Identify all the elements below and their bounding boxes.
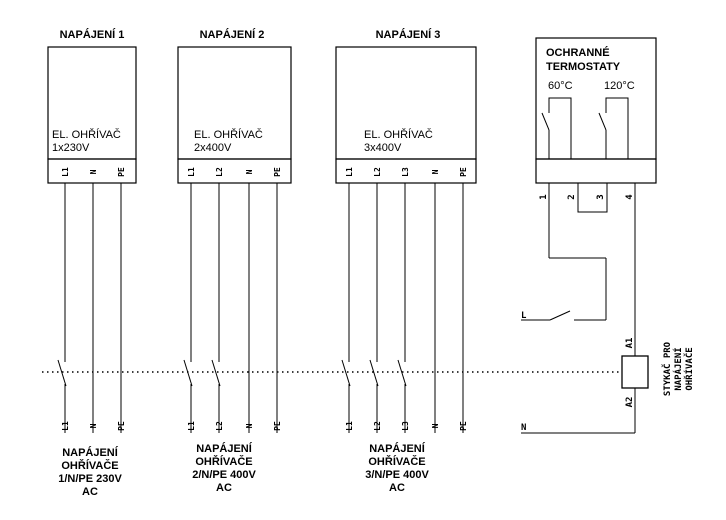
supply-2-caption-2: OHŘÍVAČE [195, 455, 252, 468]
contactor-label-3: OHŘÍVAČE [683, 347, 695, 390]
thermostats-group: OCHRANNÉ TERMOSTATY 60°C 120°C 1 2 3 4 L… [521, 37, 695, 434]
wire-3-l2-switch [369, 359, 379, 387]
wire-2-l1-switch [183, 359, 193, 387]
supply-3-caption-3: 3/N/PE 400V [365, 469, 429, 481]
supply-3-bottom-n: N [431, 423, 440, 428]
wire-2-l2-switch [211, 359, 221, 387]
heater-2-terminal-n: N [245, 169, 254, 174]
heater-2-rating: 2x400V [194, 142, 232, 154]
heater-2-terminal-l2: L2 [215, 167, 224, 177]
supply-1-bottom-pe: PE [117, 421, 126, 431]
thermostat-1-wiring [548, 97, 572, 159]
thermostat-terminal-strip [535, 158, 657, 184]
heater-2-terminal-strip [177, 158, 292, 184]
wire-1-l1-switch [57, 359, 67, 387]
supply-3-caption-4: AC [389, 482, 405, 494]
thermostat-2-contact [598, 112, 607, 131]
contactor-coil [621, 355, 649, 389]
contactor-label-2: NAPÁJENÍ [672, 347, 684, 390]
supply-1-caption-1: NAPÁJENÍ [62, 446, 119, 459]
control-switch-contact [549, 310, 571, 321]
supply-2-bottom-n: N [245, 423, 254, 428]
supply-2-caption-4: AC [216, 482, 232, 494]
thermostat-1-contact [541, 112, 550, 131]
heater-1-label: EL. OHŘÍVAČ [52, 128, 121, 141]
wire-bridge-2-3 [577, 183, 608, 213]
supply-1-group: NAPÁJENÍ 1 EL. OHŘÍVAČ 1x230V L1 N PE L1… [47, 28, 137, 498]
supply-2-bottom-l1: L1 [187, 421, 196, 431]
thermostat-terminal-4: 4 [625, 194, 635, 200]
supply-2-caption-3: 2/N/PE 400V [192, 469, 256, 481]
supply-3-caption-1: NAPÁJENÍ [369, 442, 426, 455]
supply-1-caption-3: 1/N/PE 230V [58, 473, 122, 485]
heater-1-terminal-n: N [89, 169, 98, 174]
heater-3-label: EL. OHŘÍVAČ [364, 128, 433, 141]
thermostat-temp-120: 120°C [604, 80, 635, 92]
heater-3-terminal-l2: L2 [373, 167, 382, 177]
coil-a2-label: A2 [625, 397, 635, 408]
wire-3-l3-switch [397, 359, 407, 387]
supply-3-bottom-l3: L3 [401, 421, 410, 431]
heater-3-terminal-strip [335, 158, 477, 184]
heater-2-label: EL. OHŘÍVAČ [194, 128, 263, 141]
thermostat-terminal-1: 1 [539, 194, 549, 199]
supply-3-bottom-l1: L1 [345, 421, 354, 431]
supply-3-bottom-pe: PE [459, 421, 468, 431]
supply-2-caption-1: NAPÁJENÍ [196, 442, 253, 455]
heater-1-terminal-pe: PE [117, 167, 126, 177]
supply-2-bottom-pe: PE [273, 421, 282, 431]
heater-1-terminal-strip [47, 158, 137, 184]
thermostat-title-2: TERMOSTATY [546, 61, 621, 73]
supply-3-bottom-l2: L2 [373, 421, 382, 431]
heater-3-rating: 3x400V [364, 142, 402, 154]
control-n-label: N [521, 423, 526, 433]
control-l-label: L [521, 311, 527, 321]
heater-3-terminal-l3: L3 [401, 167, 410, 177]
heater-3-terminal-n: N [431, 169, 440, 174]
thermostat-title-1: OCHRANNÉ [546, 46, 610, 59]
supply-2-title: NAPÁJENÍ 2 [200, 28, 265, 41]
supply-1-bottom-n: N [89, 423, 98, 428]
wire-3-l1-switch [341, 359, 351, 387]
heater-1-rating: 1x230V [52, 142, 90, 154]
supply-2-group: NAPÁJENÍ 2 EL. OHŘÍVAČ 2x400V L1 L2 N PE… [177, 28, 292, 494]
supply-3-caption-2: OHŘÍVAČE [368, 455, 425, 468]
heater-1-terminal-l1: L1 [61, 167, 70, 177]
thermostat-temp-60: 60°C [548, 80, 573, 92]
heater-3-terminal-pe: PE [459, 167, 468, 177]
heater-3-box [335, 46, 477, 160]
heater-2-terminal-l1: L1 [187, 167, 196, 177]
supply-1-caption-2: OHŘÍVAČE [61, 459, 118, 472]
heater-3-terminal-l1: L1 [345, 167, 354, 177]
supply-1-title: NAPÁJENÍ 1 [60, 28, 125, 41]
thermostat-terminal-2: 2 [567, 194, 577, 199]
supply-1-bottom-l1: L1 [61, 421, 70, 431]
supply-2-bottom-l2: L2 [215, 421, 224, 431]
contactor-label-1: STYKAČ PRO [661, 341, 673, 396]
thermostat-terminal-3: 3 [596, 194, 606, 199]
supply-3-group: NAPÁJENÍ 3 EL. OHŘÍVAČ 3x400V L1 L2 L3 N… [335, 28, 477, 494]
thermostat-2-wiring [605, 97, 629, 159]
heater-2-terminal-pe: PE [273, 167, 282, 177]
coil-a1-label: A1 [625, 338, 635, 349]
supply-3-title: NAPÁJENÍ 3 [376, 28, 441, 41]
supply-1-caption-4: AC [82, 486, 98, 498]
